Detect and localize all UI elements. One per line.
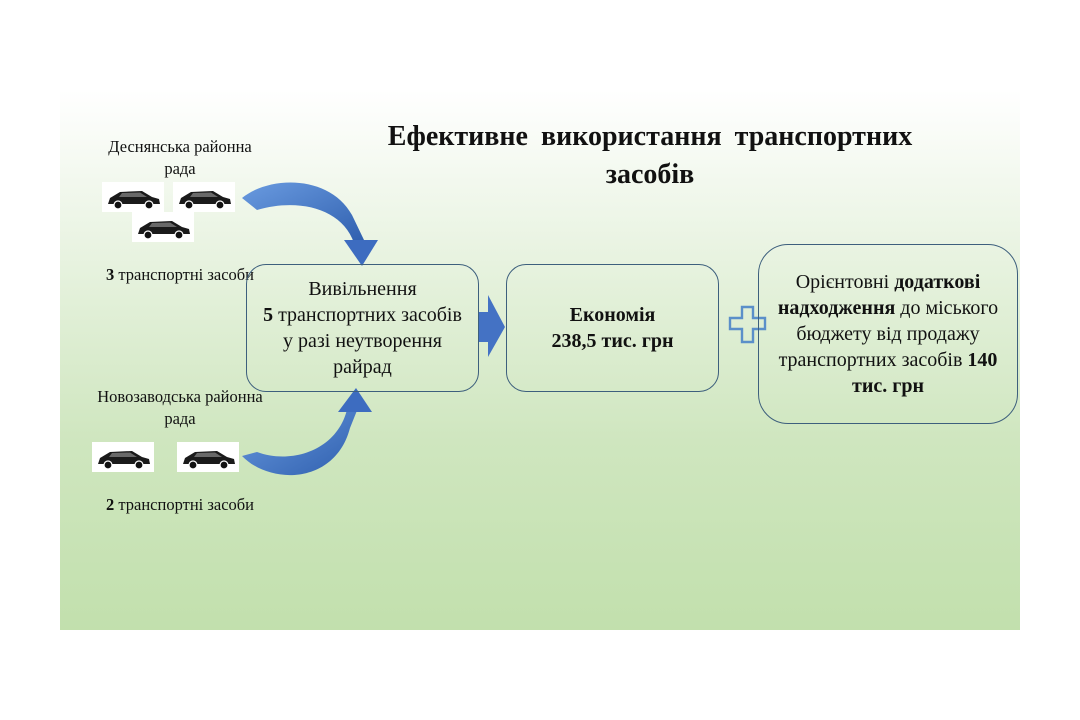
car-icon bbox=[102, 182, 164, 212]
car-icon bbox=[92, 442, 154, 472]
release-line1: Вивільнення bbox=[308, 278, 417, 300]
economy-box: Економія 238,5 тис. грн bbox=[506, 264, 719, 392]
vehicle-count-desnianska: 3 транспортні засоби bbox=[90, 264, 270, 286]
release-box: Вивільнення 5 транспортних засобів у раз… bbox=[246, 264, 479, 392]
economy-value: 238,5 тис. грн bbox=[551, 330, 674, 352]
curved-arrow-icon bbox=[242, 388, 372, 476]
car-icon bbox=[177, 442, 239, 472]
revenue-part1: Орієнтовні bbox=[795, 271, 895, 293]
curved-arrow-icon bbox=[242, 182, 378, 266]
vehicle-count-text: транспортні засоби bbox=[114, 495, 255, 514]
org-label-novozavodska: Новозаводська районна рада bbox=[97, 387, 263, 428]
revenue-amount: 140 тис. грн bbox=[852, 349, 998, 397]
org-label-desnianska: Деснянська районна рада bbox=[108, 137, 252, 178]
right-arrow-icon bbox=[479, 295, 505, 357]
arrows-layer bbox=[242, 182, 767, 476]
release-line2: транспортних засобів у разі неутворення … bbox=[273, 304, 462, 378]
car-icon bbox=[173, 182, 235, 212]
car-icon bbox=[132, 212, 194, 242]
vehicle-count-number: 2 bbox=[105, 495, 115, 514]
release-count: 5 bbox=[263, 304, 274, 326]
slide: Ефективне використання транспортних засо… bbox=[60, 90, 1020, 630]
revenue-bold1: додаткові надходження bbox=[777, 271, 981, 319]
revenue-part2: до міського бюджету від продажу транспор… bbox=[778, 297, 999, 371]
revenue-box: Орієнтовні додаткові надходження до місь… bbox=[758, 244, 1018, 424]
vehicle-count-novozavodska: 2 транспортні засоби bbox=[90, 494, 270, 516]
economy-label: Економія bbox=[569, 304, 656, 326]
vehicle-count-number: 3 bbox=[105, 265, 115, 284]
plus-icon bbox=[728, 305, 767, 344]
vehicle-count-text: транспортні засоби bbox=[114, 265, 255, 284]
page-title: Ефективне використання транспортних засо… bbox=[387, 121, 913, 190]
